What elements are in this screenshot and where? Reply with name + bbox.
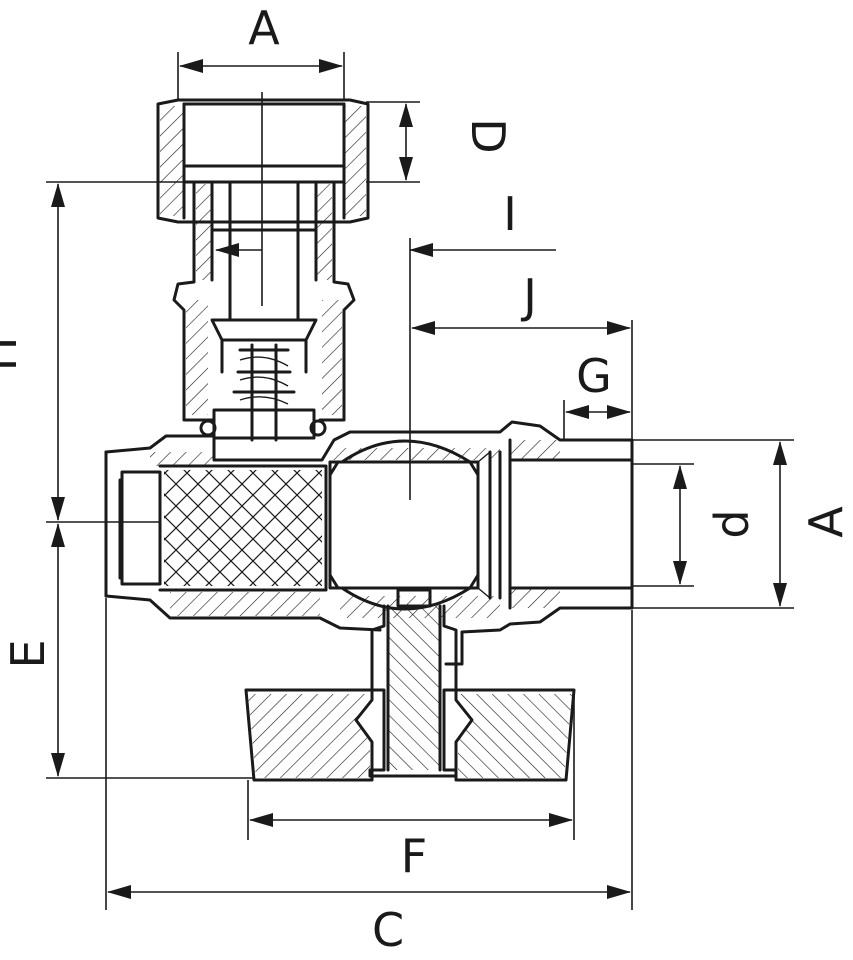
handle [244, 688, 374, 782]
label-A-top: A [248, 1, 280, 55]
label-F: F [401, 829, 427, 883]
neck-housing [172, 180, 356, 422]
label-H: H [0, 337, 27, 372]
outlet-pipe [508, 438, 634, 610]
label-I: I [503, 187, 517, 241]
valve-body [104, 98, 634, 782]
left-end-fitting [104, 450, 328, 598]
dimension-lines [46, 52, 794, 910]
mesh-filter [164, 470, 322, 586]
handle-right [454, 688, 576, 782]
label-A-right: A [799, 506, 853, 538]
stem [368, 604, 458, 778]
label-E: E [1, 639, 55, 668]
label-J: J [520, 269, 537, 323]
cap-nut [156, 98, 370, 224]
ball [328, 460, 480, 590]
label-C: C [372, 903, 404, 957]
label-d: d [705, 509, 759, 538]
label-G: G [576, 349, 612, 403]
label-D: D [461, 118, 515, 153]
